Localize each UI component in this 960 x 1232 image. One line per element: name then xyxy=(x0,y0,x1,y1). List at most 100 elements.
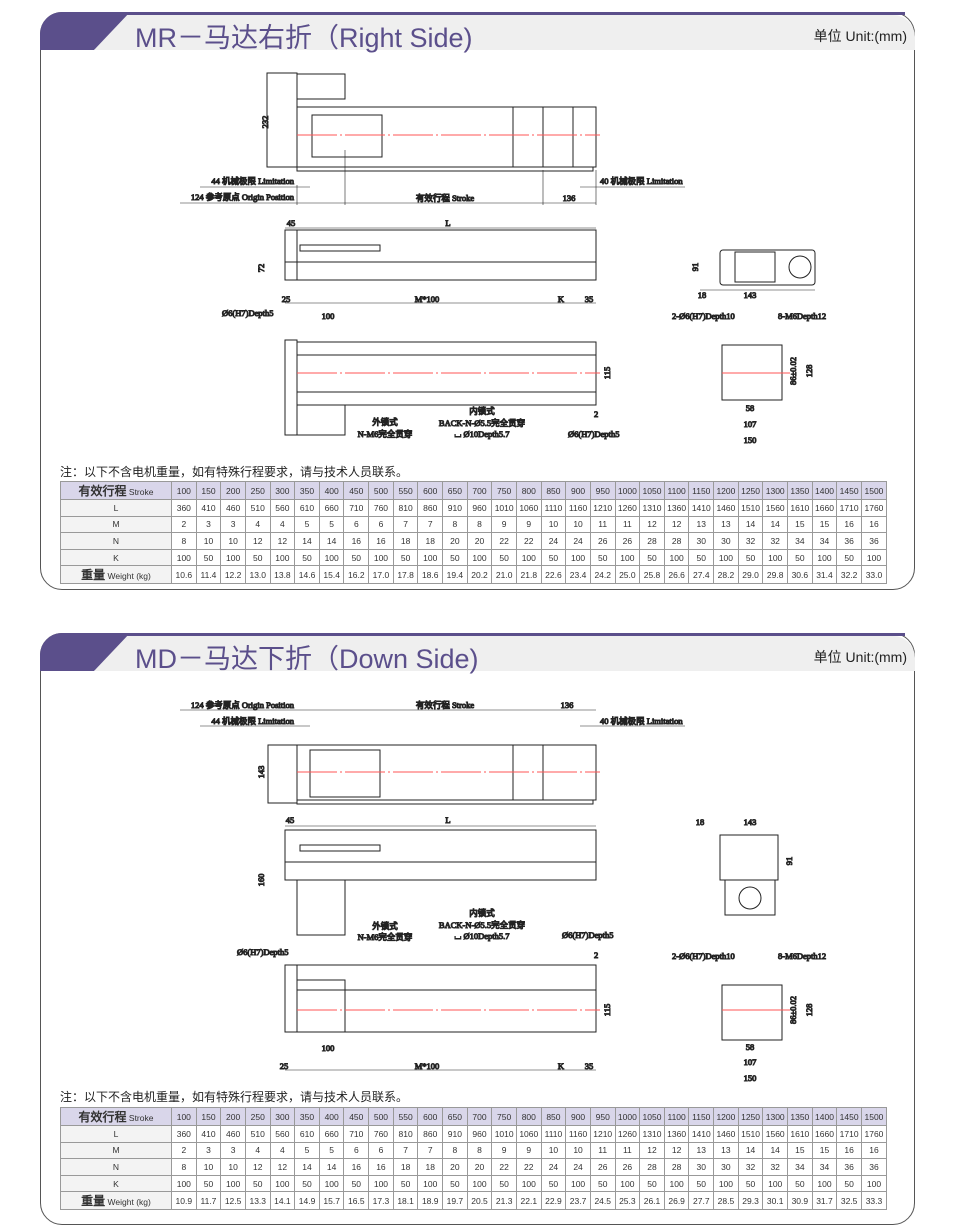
stroke-cell: 350 xyxy=(294,481,320,500)
md-top-view xyxy=(180,709,685,805)
dim-115: 115 xyxy=(602,1004,612,1016)
dim-58: 58 xyxy=(746,403,755,413)
stroke-cell: 800 xyxy=(515,481,542,500)
pin-hole-label: 2-Ø6(H7)Depth10 xyxy=(672,311,735,321)
dim-2: 2 xyxy=(594,409,598,419)
row-label: N xyxy=(60,532,172,550)
table-cell: 16 xyxy=(860,515,888,534)
table-cell: 20.2 xyxy=(466,565,493,585)
dim-45: 45 xyxy=(286,815,295,825)
stroke-cell: 300 xyxy=(269,1107,296,1126)
stroke-header: 有效行程 Stroke xyxy=(60,481,172,500)
cbore-label: ⌴ Ø10Depth5.7 xyxy=(455,429,510,439)
row-label-text: Weight (kg) xyxy=(107,571,151,582)
row-label-text: K xyxy=(113,552,119,563)
md-bottom-view xyxy=(284,964,600,1071)
m6-label: 8-M6Depth12 xyxy=(778,311,826,321)
table-cell: 33.3 xyxy=(860,1191,888,1211)
outer-lock-label: 外锁式 xyxy=(372,417,398,427)
stroke-cell: 1500 xyxy=(860,1107,888,1126)
stroke-cell: 1400 xyxy=(811,1107,838,1126)
stroke-cell: 400 xyxy=(318,1107,345,1126)
outer-lock-label: 外锁式 xyxy=(372,921,398,931)
stroke-cell: 1500 xyxy=(860,481,888,500)
stroke-cell: 650 xyxy=(442,1107,468,1126)
dim-stroke: 有效行程 Stroke xyxy=(416,193,475,203)
stroke-cell: 1450 xyxy=(836,481,862,500)
dim-128: 128 xyxy=(804,1004,814,1017)
stroke-cell: 150 xyxy=(195,1107,222,1126)
table-cell: 16.5 xyxy=(343,1191,370,1211)
dim-86: 86±0.02 xyxy=(788,357,798,385)
table-cell: 32.2 xyxy=(836,565,862,585)
table-cell: 21.8 xyxy=(515,565,542,585)
dim-91: 91 xyxy=(690,263,700,272)
table-cell: 14.9 xyxy=(294,1191,320,1211)
mr-header: MR－马达右折（Right Side) 单位 Unit:(mm) xyxy=(40,12,915,53)
dim-107: 107 xyxy=(744,419,757,429)
stroke-cell: 500 xyxy=(368,481,394,500)
stroke-cell: 1450 xyxy=(836,1107,862,1126)
dim-limit-40: 40 机械极限 Limitation xyxy=(600,716,683,726)
stroke-cell: 1100 xyxy=(663,481,690,500)
table-cell: 29.8 xyxy=(762,565,789,585)
stroke-cell: 1150 xyxy=(688,1107,715,1126)
dim-25: 25 xyxy=(280,1061,289,1071)
stroke-cell: 550 xyxy=(392,481,419,500)
stroke-cell: 1250 xyxy=(737,1107,764,1126)
stroke-cell: 1150 xyxy=(688,481,715,500)
row-label-cn: 重量 xyxy=(81,1194,106,1209)
stroke-cell: 700 xyxy=(466,1107,493,1126)
row-label: 重量 Weight (kg) xyxy=(60,1191,172,1211)
cbore-label: ⌴ Ø10Depth5.7 xyxy=(455,931,510,941)
stroke-cell: 600 xyxy=(417,1107,444,1126)
nm6-label: N-M6完全贯穿 xyxy=(358,932,413,942)
stroke-cell: 750 xyxy=(491,1107,517,1126)
table-cell: 22.1 xyxy=(515,1191,542,1211)
stroke-cell: 1400 xyxy=(811,481,838,500)
dim-m100: M*100 xyxy=(415,294,440,304)
row-label: K xyxy=(60,1174,172,1193)
row-label-text: K xyxy=(113,1178,119,1189)
m6-label: 8-M6Depth12 xyxy=(778,951,826,961)
mr-end-view xyxy=(700,249,816,401)
row-label-text: M xyxy=(112,1145,120,1156)
dim-91: 91 xyxy=(784,857,794,866)
md-side-view xyxy=(284,825,597,936)
dim-K: K xyxy=(558,294,565,304)
row-label-text: L xyxy=(113,1128,119,1139)
stroke-cell: 500 xyxy=(368,1107,394,1126)
stroke-cell: 700 xyxy=(466,481,493,500)
stroke-cell: 1050 xyxy=(639,481,665,500)
table-cell: 29.0 xyxy=(737,565,764,585)
hole-right-label: Ø6(H7)Depth5 xyxy=(562,930,613,940)
stroke-cell: 1000 xyxy=(614,1107,641,1126)
table-cell: 13.8 xyxy=(269,565,296,585)
table-cell: 22.6 xyxy=(540,565,567,585)
inner-lock-label: 内锁式 xyxy=(469,908,495,918)
dim-18: 18 xyxy=(696,817,705,827)
dim-72: 72 xyxy=(256,264,266,273)
stroke-cell: 950 xyxy=(589,481,616,500)
table-cell: 26.1 xyxy=(639,1191,665,1211)
dim-143: 143 xyxy=(744,290,757,300)
md-end-view xyxy=(719,834,790,1041)
unit-label: 单位 Unit:(mm) xyxy=(813,649,907,665)
dim-limit-40: 40 机械极限 Limitation xyxy=(600,176,683,186)
dim-35: 35 xyxy=(585,294,594,304)
stroke-label-cn: 有效行程 xyxy=(78,1110,127,1124)
stroke-cell: 350 xyxy=(294,1107,320,1126)
table-cell: 27.7 xyxy=(688,1191,715,1211)
row-label-text: N xyxy=(112,1161,120,1172)
dim-143: 143 xyxy=(744,817,757,827)
